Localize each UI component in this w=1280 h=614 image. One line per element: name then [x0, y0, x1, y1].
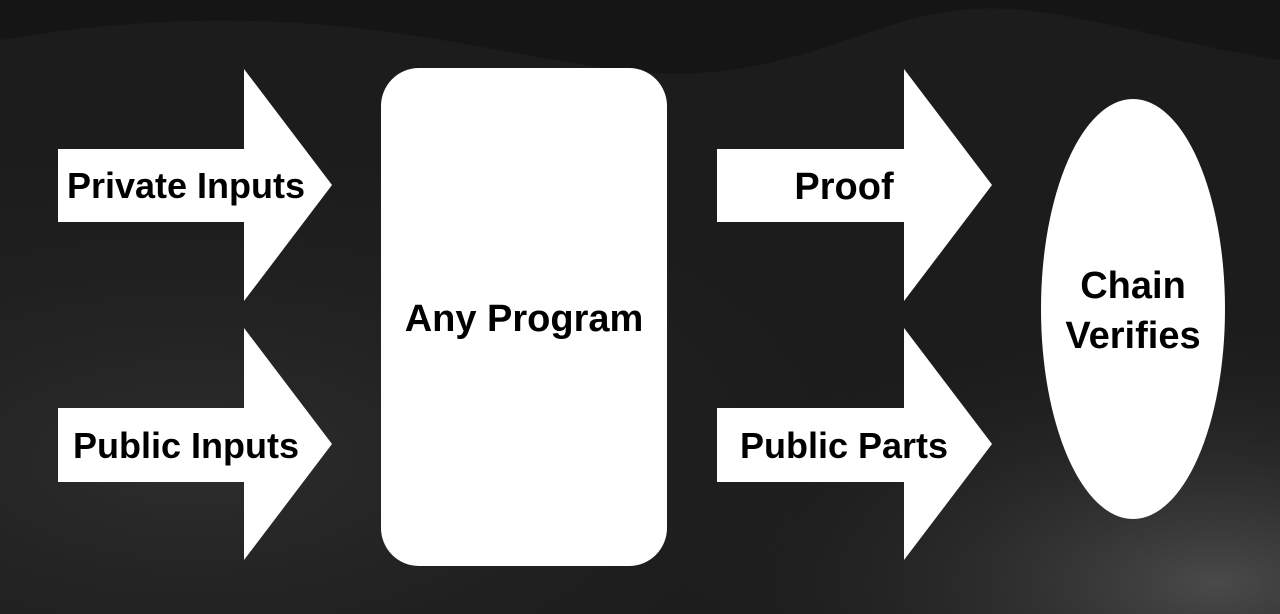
- background-wave: [0, 0, 1280, 74]
- verifier-label-line1: Chain: [1080, 265, 1186, 307]
- public-parts-arrow: [717, 328, 992, 560]
- program-label: Any Program: [405, 298, 644, 340]
- public-inputs-arrow: [58, 328, 332, 560]
- proof-arrow: [717, 69, 992, 301]
- public-inputs-label: Public Inputs: [73, 425, 299, 466]
- private-inputs-label: Private Inputs: [67, 165, 305, 206]
- proof-label: Proof: [794, 166, 894, 208]
- program-box: [381, 68, 667, 566]
- verifier-ellipse: [1041, 99, 1225, 519]
- public-parts-label: Public Parts: [740, 425, 948, 466]
- private-inputs-arrow: [58, 69, 332, 301]
- verifier-label-line2: Verifies: [1065, 315, 1200, 357]
